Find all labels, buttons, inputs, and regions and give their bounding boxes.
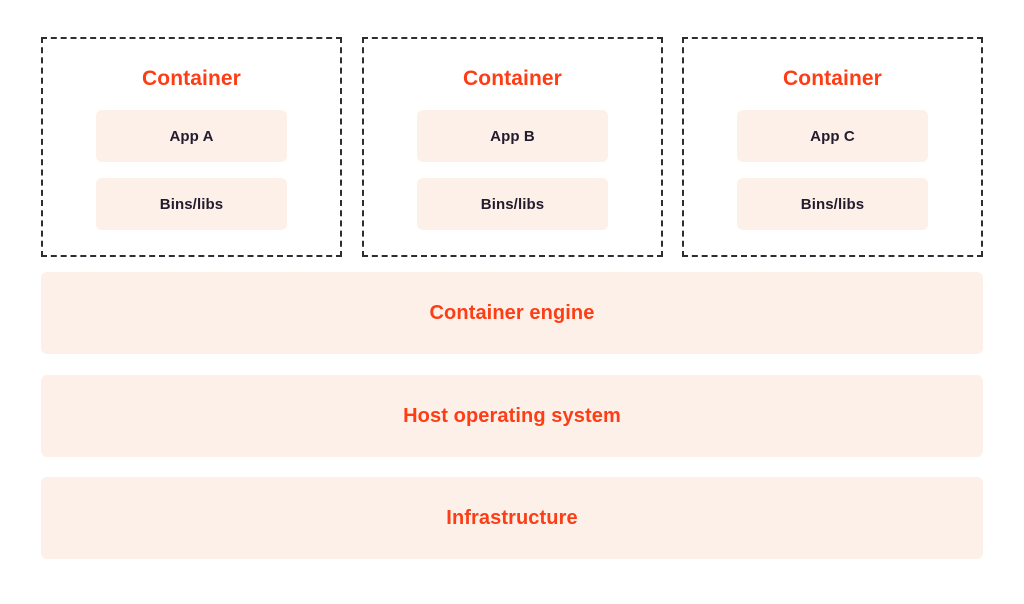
app-box-2[interactable]: App B bbox=[417, 110, 608, 162]
container-card-2[interactable]: Container App B Bins/libs bbox=[362, 37, 663, 257]
bins-libs-box-2[interactable]: Bins/libs bbox=[417, 178, 608, 230]
bins-libs-box-3[interactable]: Bins/libs bbox=[737, 178, 928, 230]
layer-infrastructure[interactable]: Infrastructure bbox=[41, 477, 983, 559]
container-title-3: Container bbox=[783, 67, 882, 90]
bins-libs-box-1[interactable]: Bins/libs bbox=[96, 178, 287, 230]
app-box-1[interactable]: App A bbox=[96, 110, 287, 162]
app-box-3[interactable]: App C bbox=[737, 110, 928, 162]
container-title-2: Container bbox=[463, 67, 562, 90]
container-card-1[interactable]: Container App A Bins/libs bbox=[41, 37, 342, 257]
container-title-1: Container bbox=[142, 67, 241, 90]
layer-container-engine[interactable]: Container engine bbox=[41, 272, 983, 354]
layer-host-operating-system[interactable]: Host operating system bbox=[41, 375, 983, 457]
container-card-3[interactable]: Container App C Bins/libs bbox=[682, 37, 983, 257]
